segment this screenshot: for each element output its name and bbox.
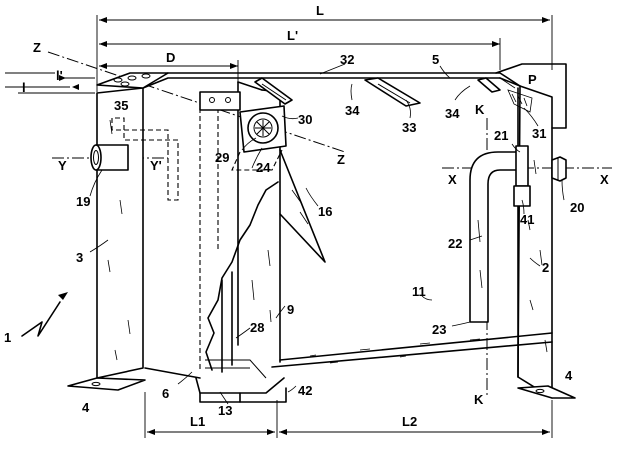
label-9: 9 [287, 302, 294, 317]
label-P: P [528, 72, 537, 87]
corner-gusset [507, 89, 533, 113]
outlet-elbow-pipe [469, 145, 529, 323]
label-31: 31 [532, 126, 546, 141]
hidden-duct [199, 100, 219, 370]
dimension-L-prime [99, 38, 501, 70]
top-rail-right [477, 77, 501, 93]
left-wall [96, 87, 144, 379]
label-X-right: X [600, 172, 609, 187]
label-l: l [22, 80, 26, 95]
label-6: 6 [162, 386, 169, 401]
label-22: 22 [448, 236, 462, 251]
tank-bottom [144, 332, 553, 379]
label-34a: 34 [345, 103, 360, 118]
stiffener-28 [205, 271, 267, 379]
label-24: 24 [256, 160, 271, 175]
label-L: L [316, 3, 324, 18]
label-K-bottom: K [474, 392, 484, 407]
assembly-arrow [21, 301, 61, 337]
hidden-inlet-path [111, 117, 179, 201]
label-2: 2 [542, 260, 549, 275]
label-Z-left: Z [33, 40, 41, 55]
flap-panel [279, 149, 326, 263]
label-21: 21 [494, 128, 508, 143]
top-plate-left [96, 72, 169, 89]
label-19: 19 [76, 194, 90, 209]
label-23: 23 [432, 322, 446, 337]
label-41: 41 [520, 212, 534, 227]
label-35: 35 [114, 98, 128, 113]
bottom-channel [195, 377, 287, 403]
label-4-right: 4 [565, 368, 573, 383]
label-L1: L1 [190, 414, 205, 429]
back-wall [142, 72, 521, 89]
label-16: 16 [318, 204, 332, 219]
outlet-flange [513, 185, 531, 207]
dimension-L1-L2 [144, 392, 553, 438]
label-5: 5 [432, 52, 439, 67]
pump-assembly [199, 91, 287, 171]
label-28: 28 [250, 320, 264, 335]
label-l-prime: l' [56, 68, 63, 83]
label-Z-right: Z [337, 152, 345, 167]
label-34b: 34 [445, 106, 460, 121]
top-rail-middle [364, 77, 421, 107]
label-13: 13 [218, 403, 232, 418]
top-rail-left [254, 77, 293, 105]
label-11: 11 [412, 284, 426, 299]
right-foot [517, 385, 576, 399]
label-33: 33 [402, 120, 416, 135]
label-20: 20 [570, 200, 584, 215]
bracket-P [495, 63, 567, 129]
label-32: 32 [340, 52, 354, 67]
dimension-l [5, 72, 95, 94]
label-29: 29 [215, 150, 229, 165]
label-30: 30 [298, 112, 312, 127]
label-4-left: 4 [82, 400, 90, 415]
label-L-prime: L' [287, 28, 298, 43]
label-3: 3 [76, 250, 83, 265]
inlet-pipe [90, 144, 129, 171]
label-Y-left: Y [58, 158, 67, 173]
cutaway-edge [205, 181, 279, 371]
outlet-stub [551, 156, 567, 182]
label-K-top: K [475, 102, 485, 117]
label-L2: L2 [402, 414, 417, 429]
leader-lines [89, 63, 565, 405]
label-Y-right: Y' [150, 158, 162, 173]
left-foot [67, 377, 146, 391]
axis-Z [47, 51, 346, 153]
label-X-left: X [448, 172, 457, 187]
label-D: D [166, 50, 175, 65]
label-1: 1 [4, 330, 11, 345]
dimension-L [96, 15, 553, 92]
label-42: 42 [298, 383, 312, 398]
